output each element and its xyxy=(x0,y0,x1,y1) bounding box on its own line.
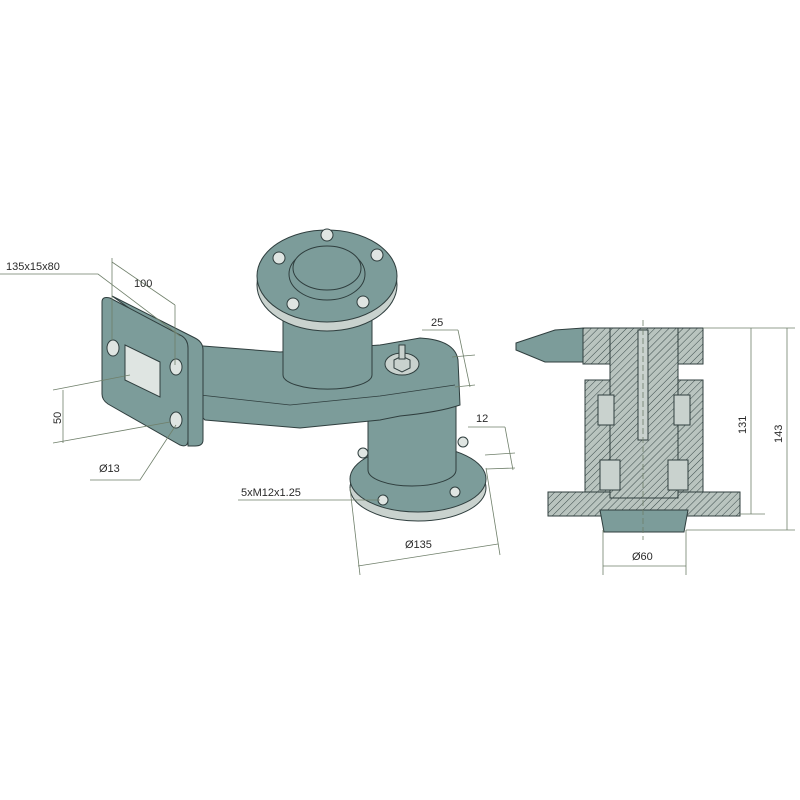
bolt-hole xyxy=(169,358,183,376)
bolt-hole xyxy=(356,295,370,309)
dimension-lines xyxy=(0,258,795,576)
isometric-view xyxy=(101,228,487,522)
hub-cap xyxy=(292,245,362,291)
bolt-hole xyxy=(272,251,286,265)
bolt-hole xyxy=(457,436,469,448)
label-offset-25: 25 xyxy=(431,317,443,329)
bolt-hole xyxy=(370,248,384,262)
arm-stub xyxy=(515,327,584,363)
bolt-hole xyxy=(106,339,120,357)
section-view xyxy=(515,320,741,540)
label-height-50: 50 xyxy=(52,412,64,424)
bolt-hole xyxy=(449,486,461,498)
bolt-hole xyxy=(357,447,369,459)
bolt-hole xyxy=(320,228,334,242)
label-threads: 5xM12x1.25 xyxy=(241,487,301,499)
label-height-131: 131 xyxy=(737,416,749,434)
bolt-hole xyxy=(169,411,183,429)
label-plate-size: 135x15x80 xyxy=(6,261,60,273)
label-hole-diameter: Ø13 xyxy=(99,463,120,475)
label-flange-thickness: 12 xyxy=(476,413,488,425)
stud xyxy=(398,344,406,360)
dimension-labels: 135x15x80 100 50 Ø13 25 12 5xM12x1.25 Ø1… xyxy=(6,261,785,563)
lower-cylinder xyxy=(367,399,457,487)
bottom-cap xyxy=(599,509,689,533)
label-shaft-diameter: Ø60 xyxy=(632,551,653,563)
mounting-plate xyxy=(101,295,204,447)
bolt-hole xyxy=(286,297,300,311)
label-height-143: 143 xyxy=(773,425,785,443)
plate-cutout xyxy=(124,344,161,398)
label-flange-diameter: Ø135 xyxy=(405,539,432,551)
label-hole-spacing: 100 xyxy=(134,278,152,290)
upper-flange xyxy=(256,228,398,332)
